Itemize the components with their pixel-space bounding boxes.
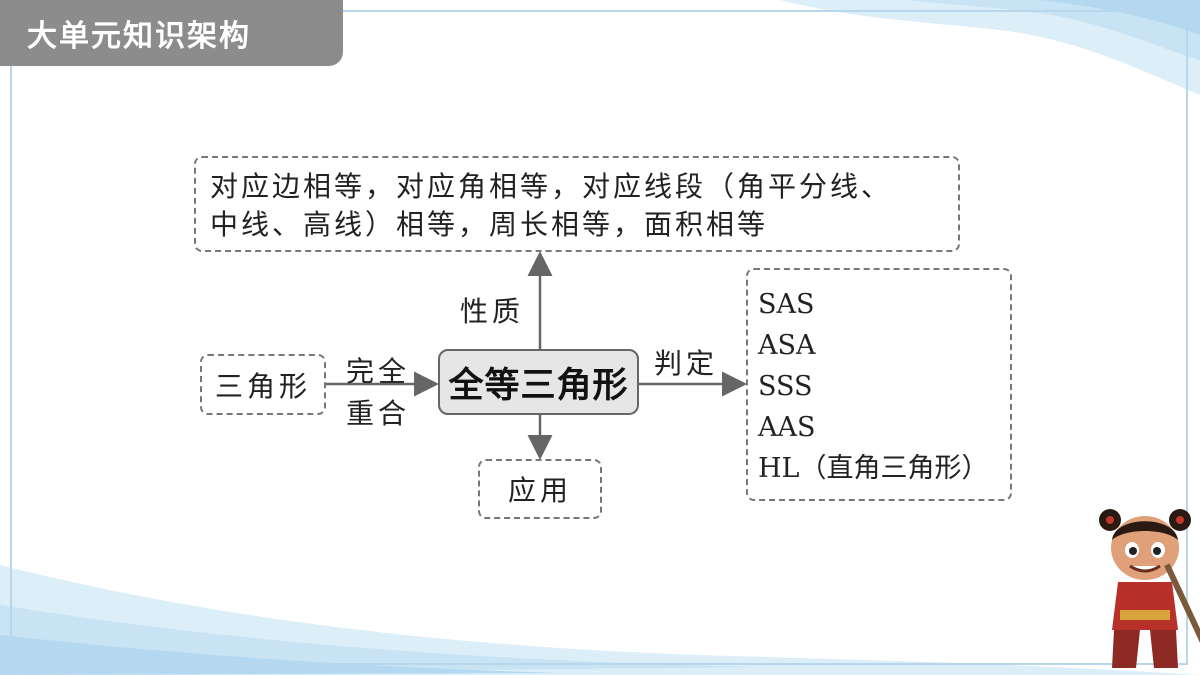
triangle-node: 三角形 <box>200 354 326 415</box>
application-node: 应用 <box>478 459 602 519</box>
center-node-label: 全等三角形 <box>448 365 629 406</box>
criteria-item: AAS <box>758 412 816 443</box>
criteria-item: ASA <box>758 330 816 361</box>
criteria-item: HL（直角三角形） <box>758 453 989 484</box>
criteria-item: SSS <box>758 371 813 402</box>
properties-line-1: 对应边相等，对应角相等，对应线段（角平分线、 <box>210 170 893 203</box>
criteria-box: SAS ASA SSS AAS HL（直角三角形） <box>746 268 1012 501</box>
application-node-label: 应用 <box>507 474 572 507</box>
bottom-wave-decoration <box>0 565 1200 675</box>
coincide-edge-label-line-2: 重合 <box>346 397 411 430</box>
page-title: 大单元知识架构 <box>27 19 251 54</box>
properties-box: 对应边相等，对应角相等，对应线段（角平分线、 中线、高线）相等，周长相等，面积相… <box>194 156 960 252</box>
slide-frame <box>10 10 1188 665</box>
properties-line-2: 中线、高线）相等，周长相等，面积相等 <box>210 208 769 241</box>
top-wave-decoration <box>780 0 1200 95</box>
cartoon-character-image <box>1099 509 1200 668</box>
triangle-node-label: 三角形 <box>214 369 311 403</box>
criteria-item: SAS <box>758 289 815 320</box>
title-tab: 大单元知识架构 <box>0 0 343 66</box>
center-node: 全等三角形 <box>438 349 639 415</box>
properties-edge-label: 性质 <box>460 295 525 328</box>
coincide-edge-label-line-1: 完全 <box>346 355 411 388</box>
criteria-edge-label: 判定 <box>654 347 719 380</box>
